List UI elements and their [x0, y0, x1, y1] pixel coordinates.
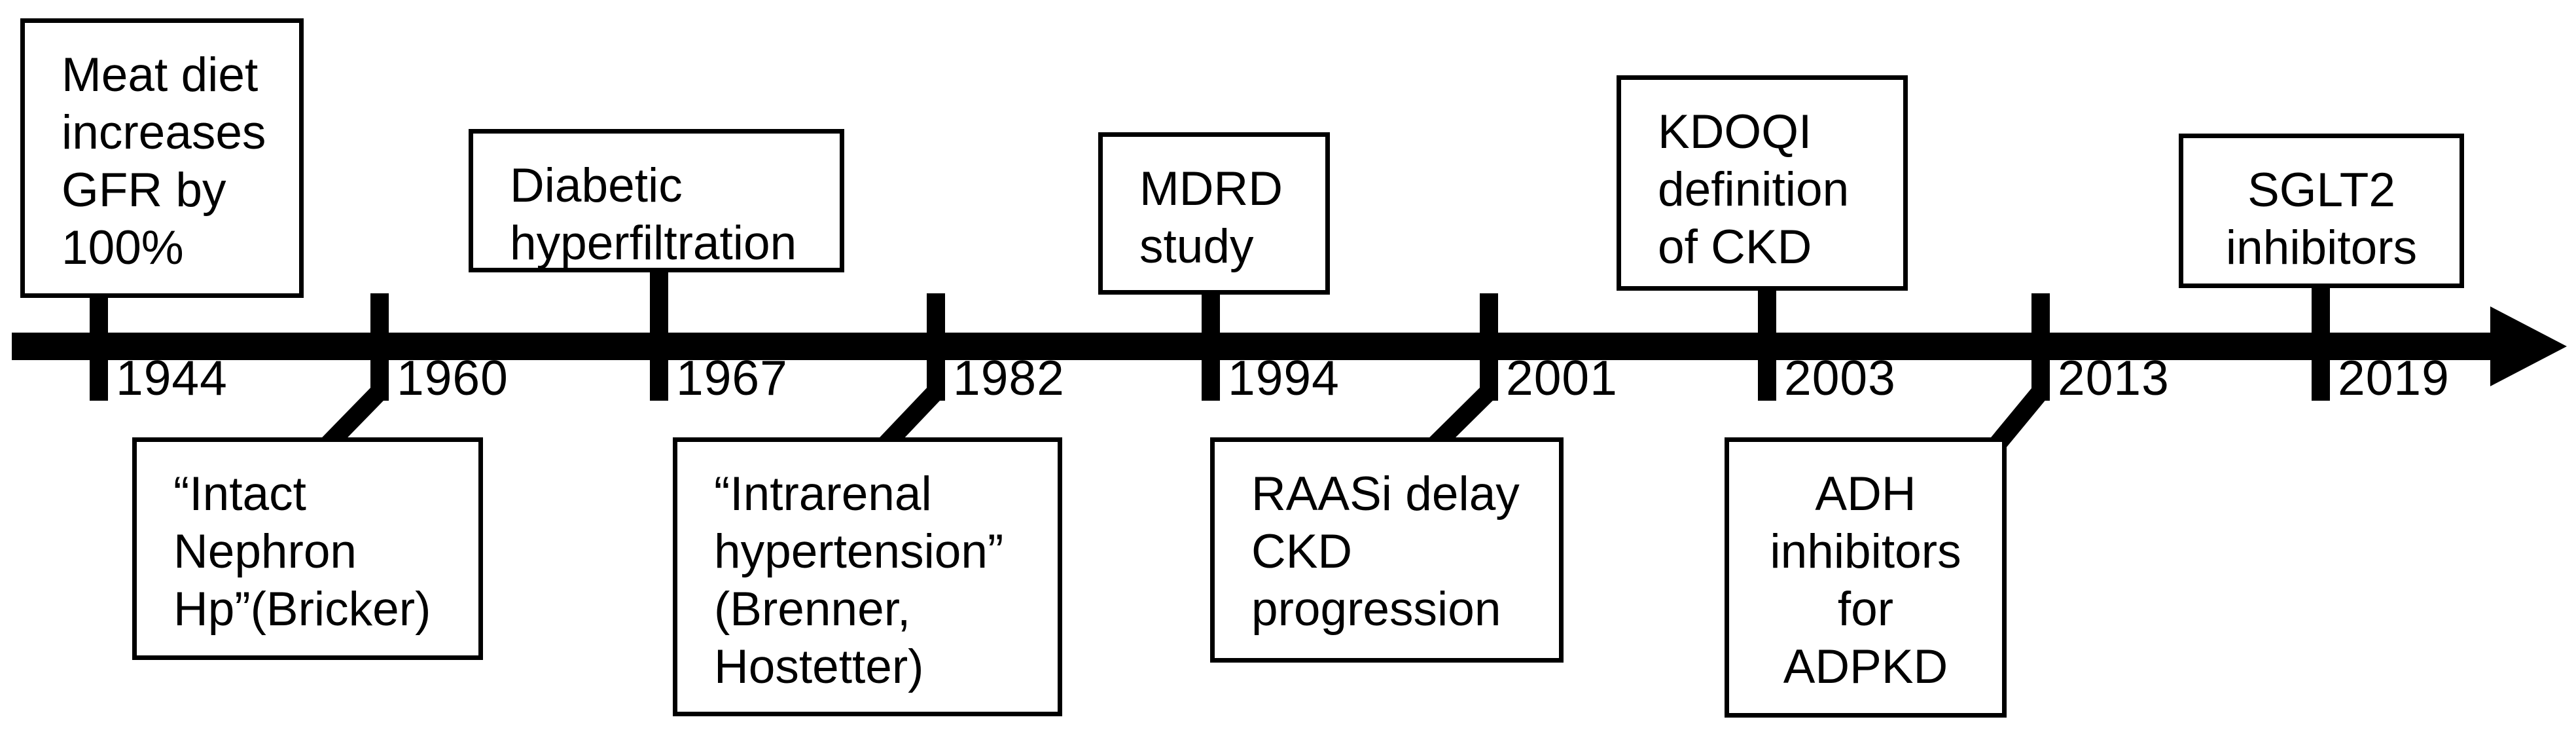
event-box-2001: RAASi delay CKD progression	[1210, 437, 1564, 663]
connector-2001	[1428, 385, 1495, 452]
year-label-1960: 1960	[397, 350, 509, 405]
year-label-2019: 2019	[2338, 350, 2450, 405]
tick-1960	[370, 293, 389, 401]
connector-1982	[878, 385, 943, 452]
year-label-1994: 1994	[1228, 350, 1340, 405]
event-box-1960: “Intact Nephron Hp”(Bricker)	[132, 437, 483, 660]
connector-1960	[320, 385, 387, 452]
event-label-2001: RAASi delay CKD progression	[1251, 467, 1520, 636]
event-box-2003: KDOQI definition of CKD	[1617, 75, 1908, 291]
event-box-2019: SGLT2 inhibitors	[2179, 134, 2464, 288]
tick-2013	[2031, 293, 2050, 401]
event-box-1994: MDRD study	[1098, 132, 1330, 295]
event-box-1982: “Intrarenal hypertension” (Brenner, Host…	[673, 437, 1062, 716]
year-label-2013: 2013	[2058, 350, 2170, 405]
event-box-1944: Meat diet increases GFR by 100%	[20, 18, 304, 298]
event-box-2013: ADH inhibitors for ADPKD	[1725, 437, 2007, 718]
tick-1944	[90, 295, 108, 401]
tick-1982	[927, 293, 945, 401]
year-label-2003: 2003	[1784, 350, 1896, 405]
year-label-1967: 1967	[676, 350, 788, 405]
event-label-2013: ADH inhibitors for ADPKD	[1770, 467, 1961, 693]
year-label-2001: 2001	[1506, 350, 1618, 405]
event-label-1967: Diabetic hyperfiltration	[510, 159, 797, 270]
event-label-2019: SGLT2 inhibitors	[2225, 164, 2418, 274]
event-label-1944: Meat diet increases GFR by 100%	[62, 48, 266, 274]
tick-2001	[1480, 293, 1498, 401]
tick-2003	[1758, 288, 1776, 401]
timeline-axis-line	[12, 333, 2507, 360]
event-label-1982: “Intrarenal hypertension” (Brenner, Host…	[714, 467, 1004, 693]
tick-2019	[2312, 285, 2330, 401]
event-label-2003: KDOQI definition of CKD	[1658, 105, 1850, 274]
event-label-1994: MDRD study	[1139, 162, 1283, 273]
year-label-1944: 1944	[116, 350, 228, 405]
event-label-1960: “Intact Nephron Hp”(Bricker)	[173, 467, 431, 636]
timeline-arrowhead	[2490, 306, 2567, 386]
event-box-1967: Diabetic hyperfiltration	[469, 129, 844, 272]
tick-1967	[650, 270, 668, 401]
year-label-1982: 1982	[953, 350, 1065, 405]
tick-1994	[1202, 292, 1220, 401]
